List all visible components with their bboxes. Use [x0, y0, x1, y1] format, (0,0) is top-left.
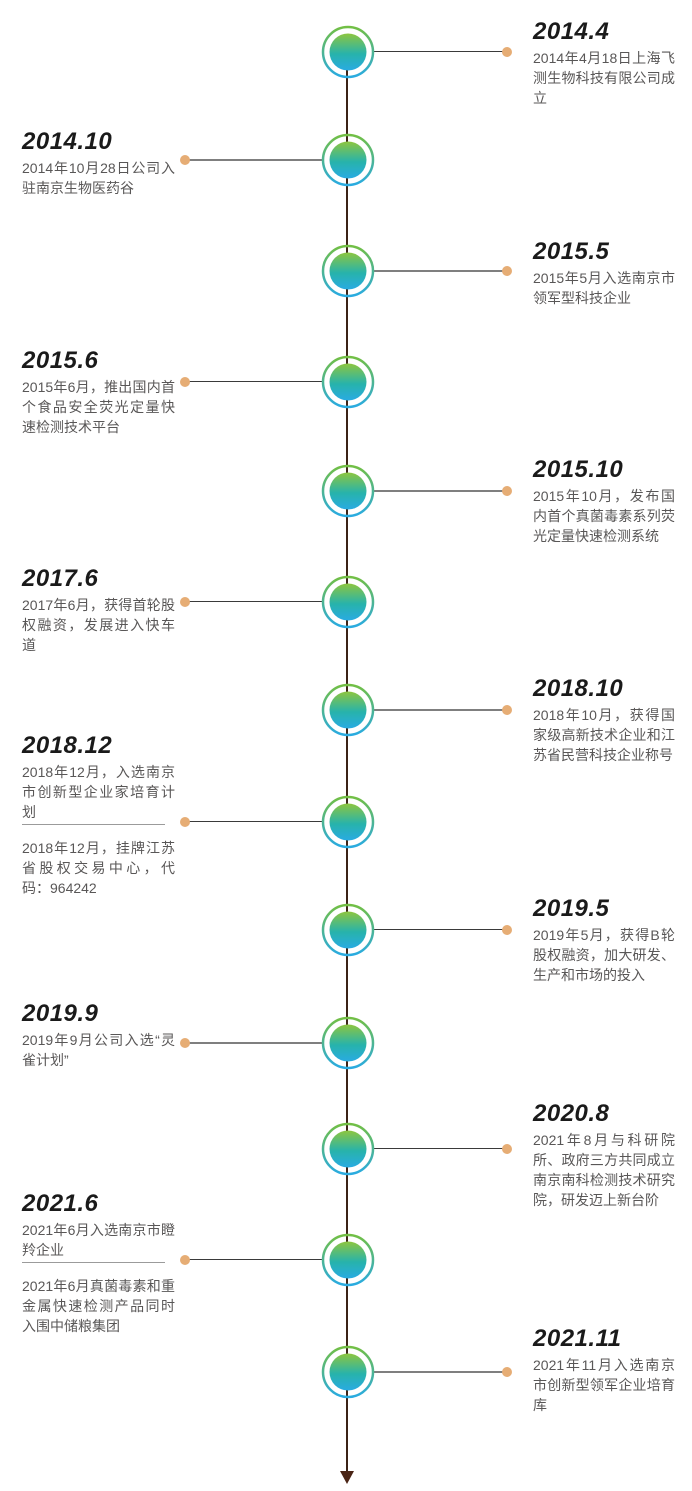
connector-endpoint-dot: [180, 817, 190, 827]
entry-paragraph: 2021年8月与科研院所、政府三方共同成立南京南科检测技术研究院，研发迈上新台阶: [533, 1132, 675, 1208]
entry-paragraph: 2015年10月，发布国内首个真菌毒素系列荧光定量快速检测系统: [533, 488, 675, 544]
entry-paragraph: 2018年10月，获得国家级高新技术企业和江苏省民营科技企业称号: [533, 707, 675, 763]
timeline-node-icon: [321, 575, 375, 629]
entry-date: 2015.6: [22, 347, 99, 374]
connector-endpoint-dot: [180, 155, 190, 165]
entry-date: 2018.12: [22, 732, 113, 759]
connector-line: [186, 159, 322, 161]
timeline-entry: 2015.5 2015年5月入选南京市领军型科技企业: [533, 240, 675, 308]
entry-paragraph: 2021年6月入选南京市瞪羚企业: [22, 1222, 175, 1258]
entry-date: 2019.5: [533, 895, 610, 922]
entry-paragraph: 2021年11月入选南京市创新型领军企业培育库: [533, 1357, 675, 1413]
connector-line: [374, 270, 507, 272]
timeline-entry: 2021.11 2021年11月入选南京市创新型领军企业培育库: [533, 1327, 675, 1415]
timeline-entry: 2015.10 2015年10月，发布国内首个真菌毒素系列荧光定量快速检测系统: [533, 458, 675, 546]
connector-line: [186, 821, 322, 822]
timeline-entry: 2021.6 2021年6月入选南京市瞪羚企业 2021年6月真菌毒素和重金属快速…: [22, 1192, 175, 1336]
connector-endpoint-dot: [502, 925, 512, 935]
timeline-node-icon: [321, 355, 375, 409]
entry-date: 2019.9: [22, 1000, 99, 1027]
connector-line: [186, 601, 322, 602]
entry-divider: [22, 1262, 165, 1263]
entry-paragraph: 2018年12月，挂牌江苏省股权交易中心，代码：964242: [22, 840, 175, 896]
connector-line: [374, 51, 507, 52]
entry-paragraph: 2019年5月，获得B轮股权融资，加大研发、生产和市场的投入: [533, 927, 675, 983]
timeline-node-icon: [321, 1233, 375, 1287]
entry-paragraph: 2014年10月28日公司入驻南京生物医药谷: [22, 160, 175, 196]
connector-line: [374, 1371, 507, 1373]
entry-date: 2018.10: [533, 675, 624, 702]
entry-date: 2014.4: [533, 18, 610, 45]
connector-line: [374, 1148, 507, 1149]
connector-endpoint-dot: [180, 1038, 190, 1048]
connector-line: [374, 709, 507, 711]
connector-line: [374, 929, 507, 930]
connector-endpoint-dot: [180, 597, 190, 607]
connector-line: [186, 381, 322, 382]
entry-date: 2015.5: [533, 238, 610, 265]
timeline-entry: 2020.8 2021年8月与科研院所、政府三方共同成立南京南科检测技术研究院，…: [533, 1102, 675, 1210]
connector-endpoint-dot: [502, 266, 512, 276]
timeline-node-icon: [321, 1122, 375, 1176]
timeline-node-icon: [321, 795, 375, 849]
entry-paragraph: 2015年5月入选南京市领军型科技企业: [533, 270, 675, 306]
connector-endpoint-dot: [502, 1144, 512, 1154]
entry-paragraph: 2021年6月真菌毒素和重金属快速检测产品同时入围中储粮集团: [22, 1278, 175, 1334]
entry-date: 2021.11: [533, 1325, 622, 1352]
connector-endpoint-dot: [502, 705, 512, 715]
timeline-entry: 2015.6 2015年6月，推出国内首个食品安全荧光定量快速检测技术平台: [22, 349, 175, 437]
connector-endpoint-dot: [502, 1367, 512, 1377]
entry-date: 2020.8: [533, 1100, 610, 1127]
entry-date: 2015.10: [533, 456, 624, 483]
timeline-node-icon: [321, 244, 375, 298]
entry-date: 2017.6: [22, 565, 99, 592]
timeline-node-icon: [321, 133, 375, 187]
connector-line: [186, 1042, 322, 1044]
timeline-node-icon: [321, 903, 375, 957]
entry-date: 2021.6: [22, 1190, 99, 1217]
entry-paragraph: 2017年6月，获得首轮股权融资，发展进入快车道: [22, 597, 175, 653]
timeline-node-icon: [321, 683, 375, 737]
timeline-entry: 2018.12 2018年12月，入选南京市创新型企业家培育计划 2018年12月…: [22, 734, 175, 898]
timeline-entry: 2018.10 2018年10月，获得国家级高新技术企业和江苏省民营科技企业称号: [533, 677, 675, 765]
timeline-axis-line: [346, 50, 348, 1474]
connector-endpoint-dot: [180, 1255, 190, 1265]
timeline-entry: 2019.5 2019年5月，获得B轮股权融资，加大研发、生产和市场的投入: [533, 897, 675, 985]
connector-endpoint-dot: [180, 377, 190, 387]
connector-line: [374, 490, 507, 492]
entry-paragraph: 2014年4月18日上海飞测生物科技有限公司成立: [533, 50, 675, 106]
timeline-node-icon: [321, 1016, 375, 1070]
timeline-entry: 2014.4 2014年4月18日上海飞测生物科技有限公司成立: [533, 20, 675, 108]
timeline-node-icon: [321, 1345, 375, 1399]
timeline-node-icon: [321, 464, 375, 518]
entry-divider: [22, 824, 165, 825]
timeline-node-icon: [321, 25, 375, 79]
entry-paragraph: 2015年6月，推出国内首个食品安全荧光定量快速检测技术平台: [22, 379, 175, 435]
entry-paragraph: 2019年9月公司入选“灵雀计划”: [22, 1032, 175, 1068]
entry-date: 2014.10: [22, 128, 113, 155]
timeline-entry: 2019.9 2019年9月公司入选“灵雀计划”: [22, 1002, 175, 1070]
connector-line: [186, 1259, 322, 1260]
axis-arrowhead-icon: [340, 1471, 354, 1484]
entry-paragraph: 2018年12月，入选南京市创新型企业家培育计划: [22, 764, 175, 820]
timeline-entry: 2014.10 2014年10月28日公司入驻南京生物医药谷: [22, 130, 175, 198]
connector-endpoint-dot: [502, 47, 512, 57]
timeline-entry: 2017.6 2017年6月，获得首轮股权融资，发展进入快车道: [22, 567, 175, 655]
connector-endpoint-dot: [502, 486, 512, 496]
